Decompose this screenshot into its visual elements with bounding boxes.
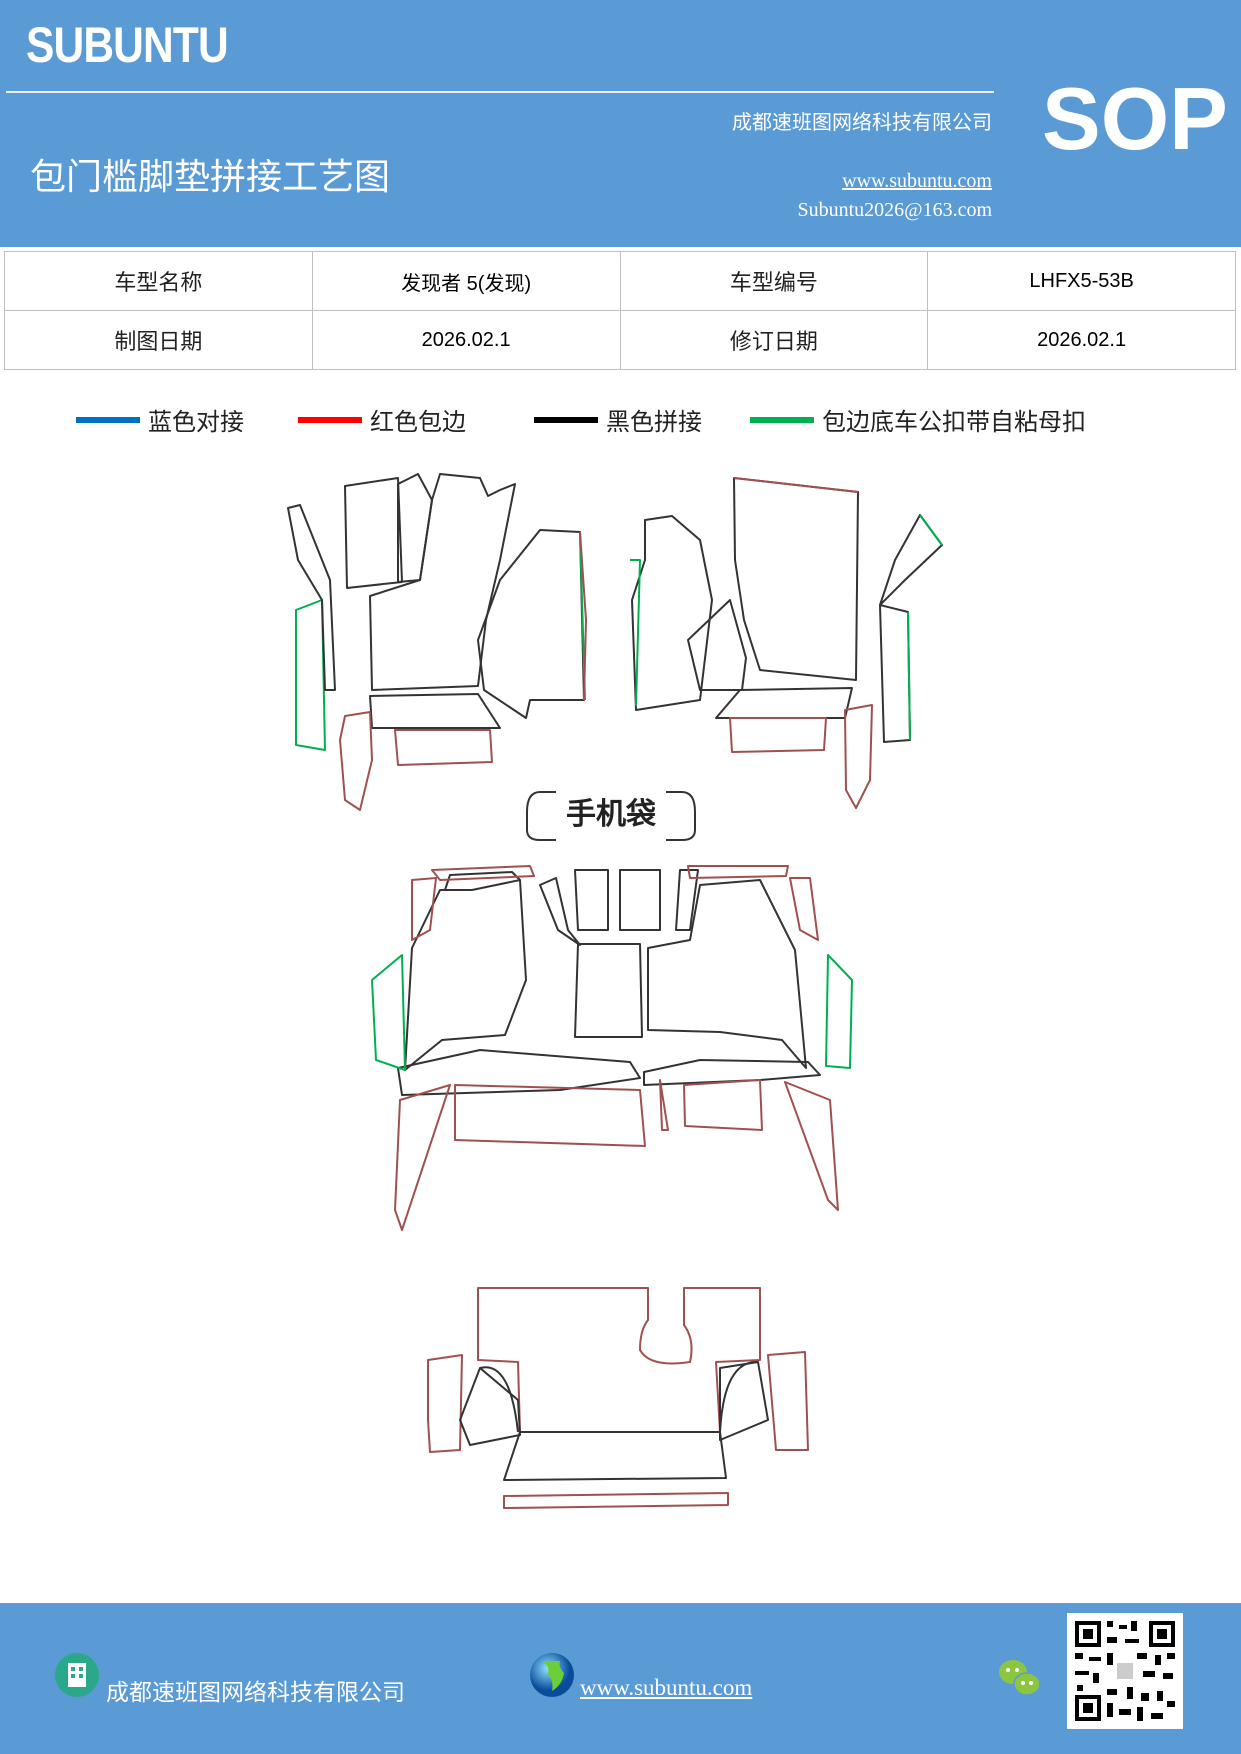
label-cell: 车型名称 <box>4 251 313 311</box>
legend: 蓝色对接 红色包边 黑色拼接 包边底车公扣带自粘母扣 <box>0 402 1241 442</box>
front-left-edges <box>339 531 587 811</box>
front-right-pieces <box>630 477 943 743</box>
page-title: 包门槛脚垫拼接工艺图 <box>30 157 391 198</box>
label-cell: 制图日期 <box>4 310 313 370</box>
trunk-black-pieces <box>459 1360 769 1481</box>
legend-item: 黑色拼接 <box>534 402 702 437</box>
legend-item: 蓝色对接 <box>76 402 244 437</box>
legend-label: 蓝色对接 <box>148 408 244 436</box>
legend-label: 包边底车公扣带自粘母扣 <box>822 408 1086 436</box>
label-cell: 修订日期 <box>619 310 929 370</box>
globe-icon <box>530 1653 574 1697</box>
header: SUBUNTU 成都速班图网络科技有限公司 SOP 包门槛脚垫拼接工艺图 www… <box>0 0 1241 247</box>
legend-item: 包边底车公扣带自粘母扣 <box>750 402 1086 437</box>
footer-company: 成都速班图网络科技有限公司 <box>106 1680 405 1706</box>
footer: 成都速班图网络科技有限公司 www.subuntu.com <box>0 1603 1241 1754</box>
qr-code[interactable] <box>1067 1613 1183 1729</box>
legend-swatch <box>298 416 362 423</box>
phone-bag-pieces <box>526 791 696 841</box>
value-cell: 发现者 5(发现) <box>311 251 621 311</box>
legend-swatch <box>750 416 814 423</box>
info-table: 车型名称 发现者 5(发现) 车型编号 LHFX5-53B 制图日期 2026.… <box>4 251 1236 370</box>
floor-mat-diagram: 手机袋 <box>287 473 943 1509</box>
legend-label: 红色包边 <box>370 408 466 436</box>
legend-swatch <box>76 416 140 423</box>
sop-label: SOP <box>1042 69 1228 168</box>
brand-logo: SUBUNTU <box>26 17 229 73</box>
trunk-pieces <box>427 1287 809 1509</box>
header-divider <box>6 91 994 93</box>
label-cell: 车型编号 <box>619 251 929 311</box>
value-cell: 2026.02.1 <box>311 310 621 370</box>
phone-bag-label: 手机袋 <box>566 797 656 832</box>
building-icon <box>55 1653 99 1697</box>
footer-website-link[interactable]: www.subuntu.com <box>580 1675 753 1700</box>
table-row: 制图日期 2026.02.1 修订日期 2026.02.1 <box>4 310 1236 370</box>
front-right-edges <box>729 477 943 809</box>
value-cell: LHFX5-53B <box>927 251 1236 311</box>
header-email: Subuntu2026@163.com <box>797 199 992 221</box>
table-row: 车型名称 发现者 5(发现) 车型编号 LHFX5-53B <box>4 251 1236 311</box>
wechat-icon <box>999 1660 1041 1696</box>
value-cell: 2026.02.1 <box>927 310 1236 370</box>
front-left-pieces <box>287 473 586 751</box>
legend-item: 红色包边 <box>298 402 466 437</box>
header-website-link[interactable]: www.subuntu.com <box>842 170 992 192</box>
legend-swatch <box>534 416 598 423</box>
legend-label: 黑色拼接 <box>606 408 702 436</box>
header-company: 成都速班图网络科技有限公司 <box>732 110 992 134</box>
rear-seat-edges <box>394 865 839 1231</box>
rear-seat-pieces <box>371 869 853 1096</box>
